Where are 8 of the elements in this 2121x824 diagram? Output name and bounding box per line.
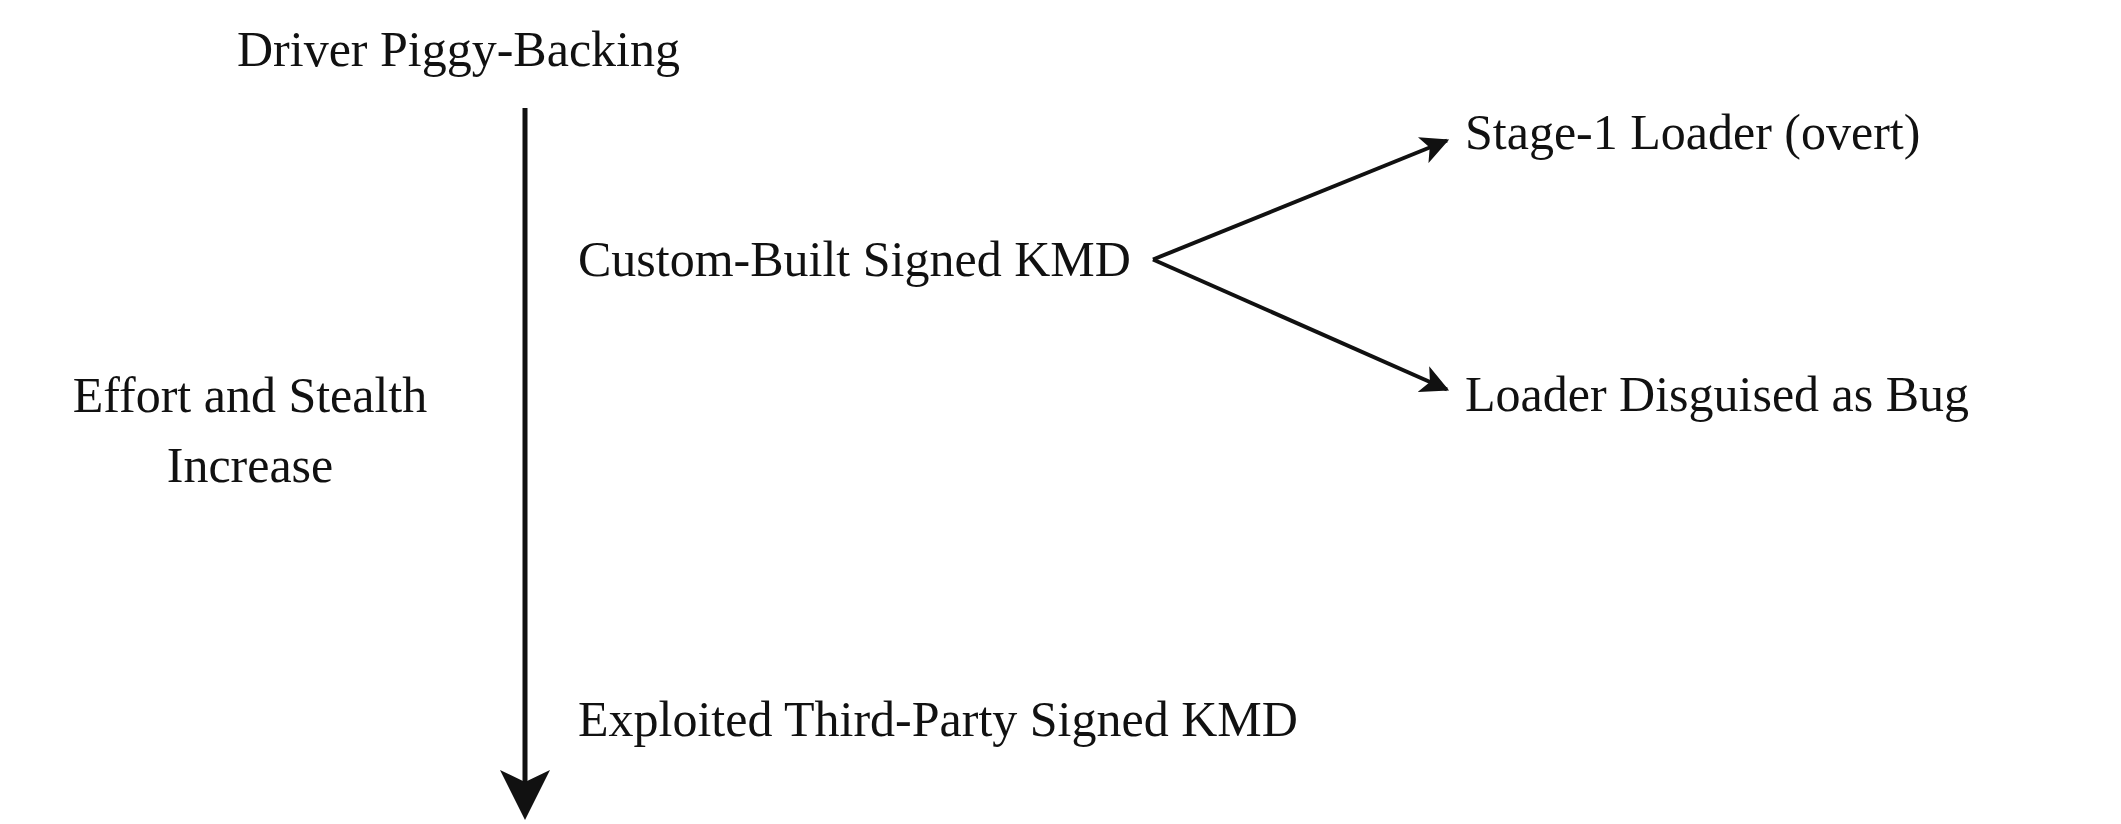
axis-label: Effort and Stealth Increase: [71, 366, 429, 495]
heading-label: Driver Piggy-Backing: [237, 20, 680, 79]
node-label: Custom-Built Signed KMD: [578, 227, 1131, 292]
arrow: [1152, 257, 1450, 392]
text-label: Exploited Third-Party Signed KMD: [578, 690, 1298, 749]
arrow: [1152, 137, 1450, 262]
node-label: Stage-1 Loader (overt): [1465, 100, 1921, 165]
node-label: Loader Disguised as Bug: [1465, 362, 1970, 427]
